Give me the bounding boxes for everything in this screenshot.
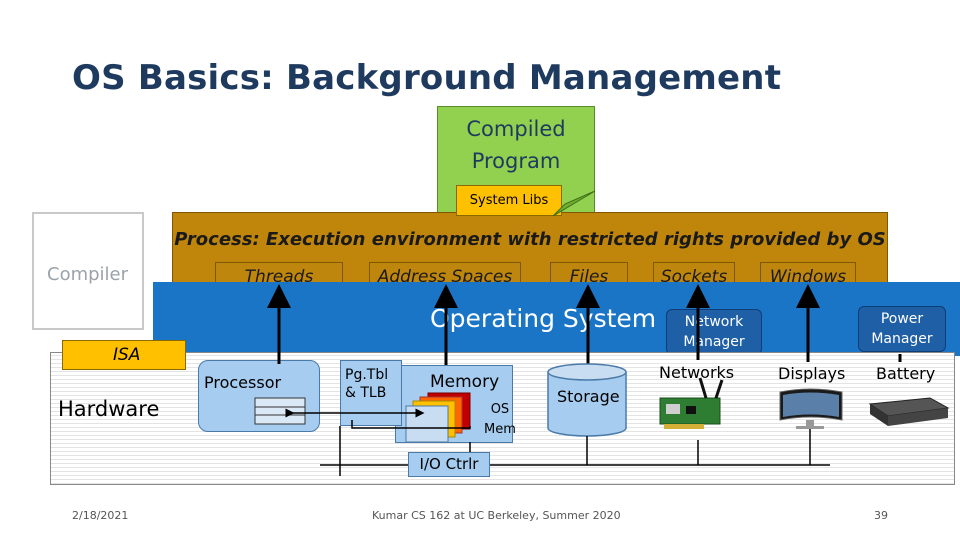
program-label-line2: Program — [471, 149, 561, 173]
program-label-line1: Compiled — [466, 117, 566, 141]
battery-icon — [868, 397, 950, 426]
register-block — [254, 397, 306, 425]
footer-date: 2/18/2021 — [72, 509, 129, 522]
os-mem-line2: Mem — [484, 422, 516, 437]
monitor-icon — [779, 388, 843, 429]
compiler-box: Compiler — [32, 212, 144, 330]
network-manager-box: Network Manager — [666, 309, 762, 355]
footer-course: Kumar CS 162 at UC Berkeley, Summer 2020 — [372, 509, 621, 522]
pgtbl-line1: Pg.Tbl — [345, 367, 389, 383]
battery-label: Battery — [876, 364, 936, 383]
memory-page-blue — [405, 405, 449, 443]
hardware-label: Hardware — [58, 397, 160, 421]
power-manager-line2: Manager — [871, 331, 933, 347]
compiler-label: Compiler — [47, 264, 129, 285]
pgtbl-line2: & TLB — [345, 385, 387, 401]
storage-label: Storage — [557, 387, 620, 406]
operating-system-label: Operating System — [430, 304, 657, 333]
displays-label: Displays — [778, 364, 846, 383]
network-card-icon — [659, 377, 724, 429]
memory-label: Memory — [430, 372, 500, 392]
io-controller-box: I/O Ctrlr — [408, 452, 490, 477]
isa-box: ISA — [62, 340, 186, 370]
power-manager-box: Power Manager — [858, 306, 946, 352]
os-memory-label: OS Mem — [484, 400, 516, 440]
memory-bus-loop — [351, 420, 471, 429]
os-mem-line1: OS — [490, 402, 510, 417]
compiled-program-label: Compiled Program — [437, 113, 595, 177]
system-libs-box: System Libs — [456, 185, 562, 216]
networks-label: Networks — [659, 363, 735, 382]
process-label: Process: Execution environment with rest… — [174, 229, 886, 250]
footer-page-number: 39 — [874, 509, 888, 522]
processor-label: Processor — [204, 373, 282, 392]
power-manager-line1: Power — [880, 311, 924, 327]
slide-title: OS Basics: Background Management — [72, 58, 782, 98]
page-fold-icon — [553, 190, 596, 216]
